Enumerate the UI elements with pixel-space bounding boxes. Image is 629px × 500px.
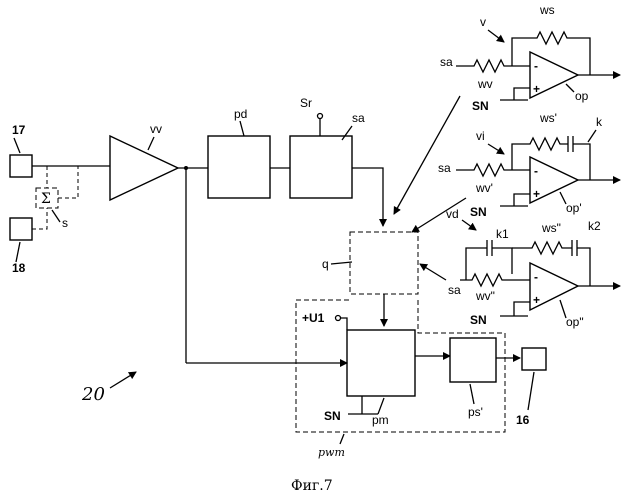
terminal-u1 — [336, 316, 341, 321]
label-op: op — [575, 89, 589, 103]
label-18: 18 — [12, 261, 26, 275]
label-pd: pd — [234, 107, 247, 121]
wire-op1-plus — [514, 194, 530, 206]
label-pwm: pwm — [318, 446, 345, 459]
sigma-symbol: Σ — [41, 191, 51, 207]
label-sn-vi: SN — [470, 205, 487, 219]
leader-q — [331, 262, 352, 264]
label-ws: ws — [539, 3, 555, 17]
label-sn-v: SN — [472, 99, 489, 113]
leader-s — [52, 210, 60, 222]
opamp-op-minus: - — [534, 59, 538, 73]
wire-u1 — [341, 318, 347, 330]
label-pm: pm — [372, 413, 389, 427]
input-resistor-wv — [456, 60, 530, 72]
feedback-resistor-ws2 — [512, 242, 572, 254]
label-op1: op' — [566, 201, 582, 215]
leader-vv — [148, 137, 154, 150]
wire-vd-k1-right — [492, 248, 512, 274]
arrow-20 — [110, 372, 136, 388]
leader-k — [588, 130, 596, 142]
label-ws1: ws' — [539, 111, 557, 125]
sensor-17-block — [10, 155, 32, 177]
leader-pwm — [340, 434, 344, 444]
block-pd — [208, 136, 270, 198]
opamp-circuit-vd: vd k1 ws" k2 sa wv" - + SN op" — [446, 207, 620, 329]
opamp-op1-minus: - — [534, 164, 538, 178]
feedback-wire-vi — [573, 144, 590, 180]
leader-17 — [14, 138, 20, 153]
label-20: 20 — [81, 384, 105, 405]
arrow-vd-to-q — [420, 264, 446, 280]
leader-op2 — [560, 300, 566, 318]
block-pm — [347, 330, 415, 396]
opamp-op2-plus: + — [533, 293, 540, 307]
block-q — [350, 232, 418, 294]
block-sa — [290, 136, 352, 198]
label-k2: k2 — [588, 219, 601, 233]
leader-op — [566, 84, 574, 92]
label-wv: wv — [477, 77, 493, 91]
label-vv: vv — [150, 122, 162, 136]
label-q: q — [322, 257, 329, 271]
wire-op-plus — [514, 88, 530, 100]
arrow-v-to-q — [394, 96, 460, 214]
label-sa-v: sa — [440, 55, 453, 69]
opamp-op1-plus: + — [533, 187, 540, 201]
leader-pd — [240, 121, 244, 136]
label-sa-block: sa — [352, 111, 365, 125]
block-16 — [522, 348, 546, 370]
arrow-v — [488, 30, 504, 42]
label-vi: vi — [476, 129, 485, 143]
opamp-circuit-vi: vi ws' k sa wv' - + SN op' — [438, 111, 620, 219]
label-k1: k1 — [496, 227, 509, 241]
label-ws2: ws" — [541, 221, 561, 235]
feedback-wire-vd — [577, 248, 590, 286]
label-sn-vd: SN — [470, 313, 487, 327]
label-vd: vd — [446, 207, 459, 221]
label-sn-main: SN — [324, 409, 341, 423]
input-resistor-wv2 — [460, 274, 530, 286]
wire-18-to-sum — [32, 208, 47, 229]
label-sr: Sr — [300, 96, 312, 110]
leader-pm — [378, 398, 384, 414]
leader-ps — [470, 384, 474, 404]
label-k: k — [596, 115, 603, 129]
wire-sa-to-q — [352, 168, 383, 226]
label-wv1: wv' — [475, 181, 493, 195]
label-v: v — [480, 15, 486, 29]
label-sa-vd: sa — [448, 283, 461, 297]
label-16: 16 — [516, 413, 530, 427]
opamp-op-plus: + — [533, 82, 540, 96]
amplifier-vv — [110, 136, 178, 200]
wire-vd-k1-left — [466, 248, 487, 280]
sensor-18-block — [10, 218, 32, 240]
terminal-sr — [318, 114, 323, 119]
leader-18 — [16, 242, 20, 262]
label-ps: ps' — [468, 405, 483, 419]
figure-caption: Фиг.7 — [291, 478, 333, 494]
input-resistor-wv1 — [456, 164, 530, 176]
label-wv2: wv" — [475, 289, 495, 303]
label-op2: op" — [566, 315, 584, 329]
wire-op2-plus — [514, 302, 530, 316]
arrow-vd — [462, 220, 476, 230]
label-sa-vi: sa — [438, 161, 451, 175]
label-u1: +U1 — [302, 311, 325, 325]
opamp-op2-minus: - — [534, 270, 538, 284]
leader-16 — [528, 372, 534, 410]
arrow-vi — [488, 144, 504, 154]
opamp-circuit-v: v ws sa wv - + SN op — [440, 3, 620, 113]
leader-op1 — [560, 192, 566, 204]
label-s: s — [62, 216, 68, 230]
label-17: 17 — [12, 123, 26, 137]
block-ps — [450, 338, 496, 382]
wire-sum-to-line — [58, 166, 78, 198]
